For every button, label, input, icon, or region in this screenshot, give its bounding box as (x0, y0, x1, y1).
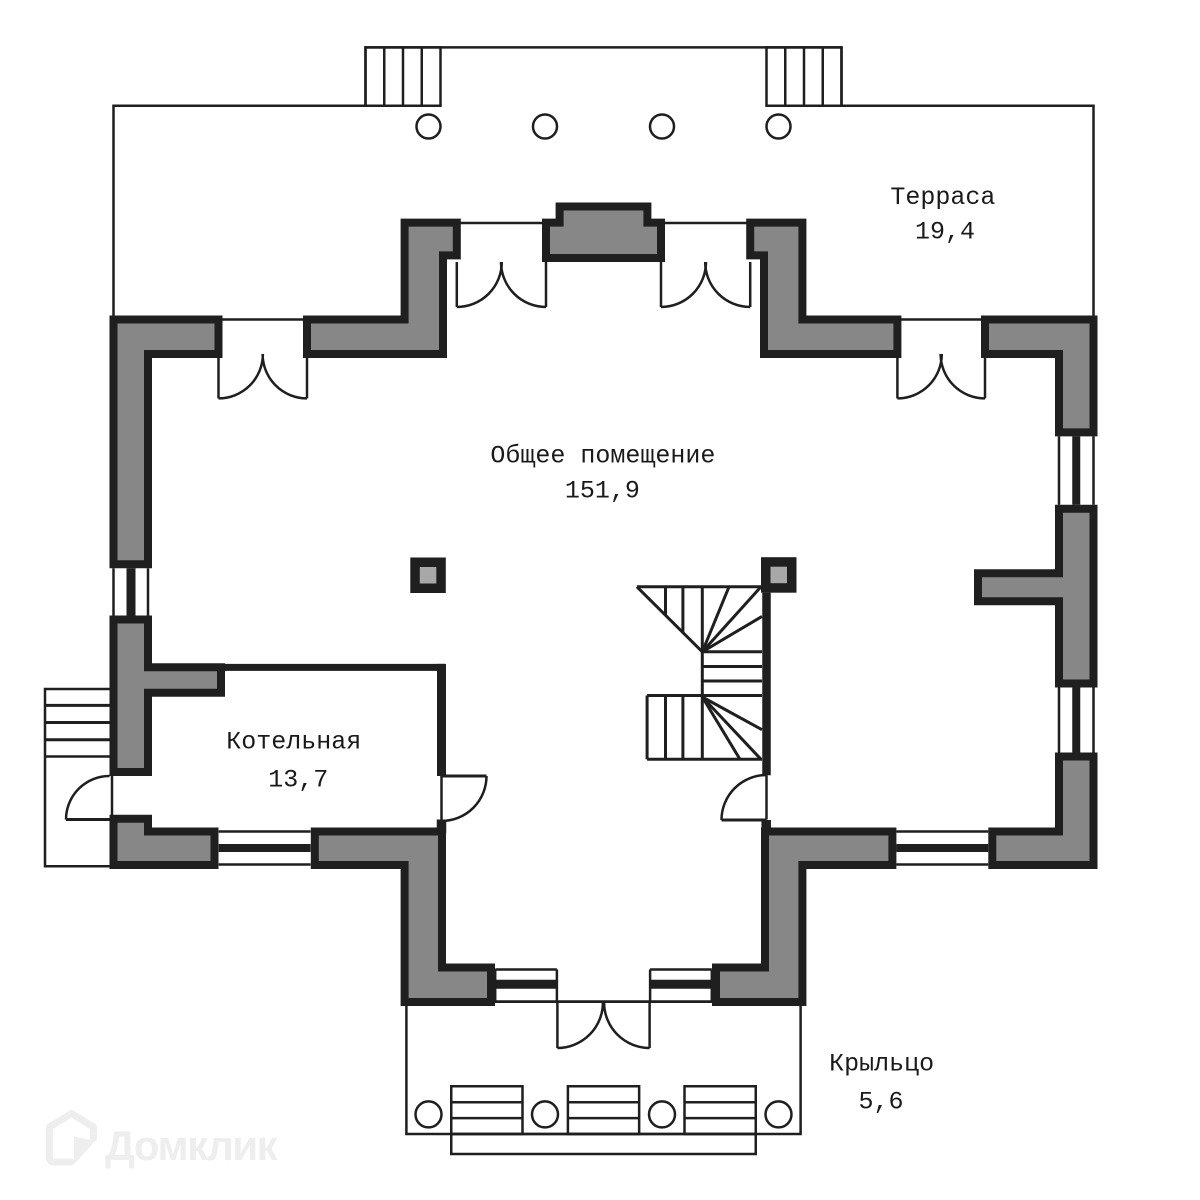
svg-text:13,7: 13,7 (268, 766, 328, 795)
svg-text:Котельная: Котельная (226, 727, 361, 756)
svg-text:Терраса: Терраса (890, 183, 995, 212)
svg-text:Домклик: Домклик (105, 1122, 279, 1169)
svg-text:19,4: 19,4 (915, 218, 975, 247)
svg-text:Крыльцо: Крыльцо (829, 1050, 934, 1079)
svg-text:Общее помещение: Общее помещение (490, 441, 715, 470)
svg-text:151,9: 151,9 (565, 476, 640, 505)
svg-text:5,6: 5,6 (858, 1088, 903, 1117)
